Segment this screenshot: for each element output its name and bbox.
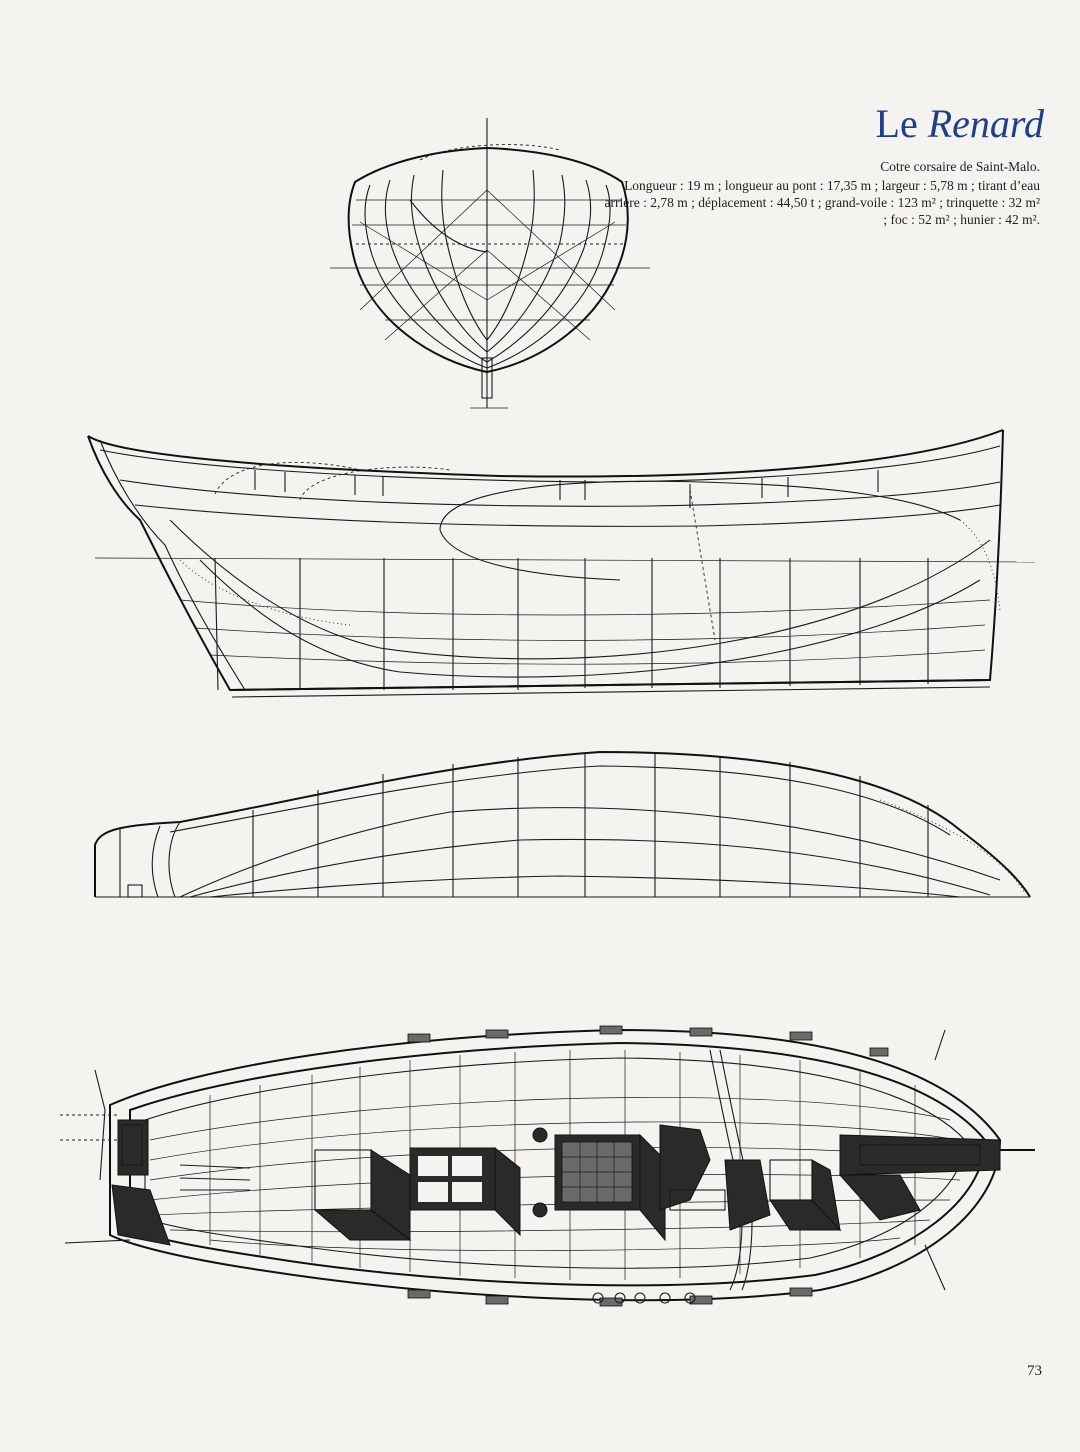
deck-plan-drawing	[60, 1025, 1035, 1307]
body-plan-drawing	[330, 118, 650, 409]
page-title: Le Renard	[876, 100, 1044, 147]
sheer-plan-drawing	[87, 429, 1036, 698]
caption-subtitle: Cotre corsaire de Saint-Malo.	[880, 159, 1040, 174]
title-article: Le	[875, 101, 918, 146]
ship-caption: Cotre corsaire de Saint-Malo. Longueur :…	[600, 158, 1041, 228]
half-breadth-plan-drawing	[94, 750, 1031, 898]
caption-specs: Longueur : 19 m ; longueur au pont : 17,…	[604, 178, 1041, 227]
page-number: 73	[1027, 1363, 1042, 1379]
title-ship-name: Renard	[927, 101, 1044, 146]
